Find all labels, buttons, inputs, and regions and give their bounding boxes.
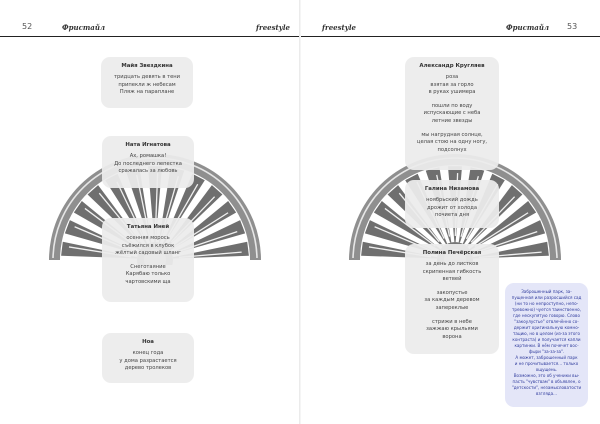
poem-line: ноябрьский дождь xyxy=(426,197,478,203)
poem-line: взятая за горло xyxy=(430,81,474,88)
right-page-header: freestyle Фристайл 53 xyxy=(300,0,600,38)
poem-line: До последнего лепестка xyxy=(114,160,182,167)
poet-name: Татьяна Иней xyxy=(126,224,170,230)
poem-line: подсолнух xyxy=(437,146,467,153)
header-rule xyxy=(300,36,600,37)
poem-line: дерево тролеков xyxy=(124,365,172,372)
note-line: Заброшенный парк, за- xyxy=(521,289,572,294)
poem-line: жёлтый садовый шланг xyxy=(115,250,181,257)
poem-line: в руках ушимерa xyxy=(428,89,476,96)
poem-line: целая стою на одну ногу, xyxy=(416,139,488,146)
page-number: 52 xyxy=(22,22,33,31)
poem-line: роза xyxy=(445,74,459,80)
header-rule xyxy=(0,36,300,37)
header-title-latin: freestyle xyxy=(322,23,356,32)
poem-line: сражалась за любовь xyxy=(118,168,178,175)
poem-line: съёжился в клубок xyxy=(121,242,175,249)
poem-card-ignatova: Ната Игнатова Ах, ромашка! До последнего… xyxy=(102,136,194,188)
poem-line: за день до листков xyxy=(425,261,479,267)
poem-line: запереклые xyxy=(435,304,469,311)
poem-line: дрожит от холода xyxy=(426,204,478,211)
note-line: Возможно, это об ученики вы- xyxy=(513,373,580,378)
poem-line: за каждым деревом xyxy=(424,297,480,304)
poet-name: Ноа xyxy=(142,339,154,345)
poem-line: ветвей xyxy=(442,276,462,283)
note-line: картинки. В нём почечет вос- xyxy=(514,343,579,348)
page-number: 53 xyxy=(567,22,578,31)
poem-line: Снеготаяние xyxy=(130,263,166,270)
poem-line: скрипенная гибкость xyxy=(422,268,482,275)
poem-line: Пляж на параплане xyxy=(119,89,175,96)
poem-line: конец года xyxy=(132,350,164,356)
note-line: пущенная или разросшийся сад xyxy=(511,295,582,300)
note-line: и не прочитывается... только xyxy=(514,361,579,366)
poem-line: Ах, ромашка! xyxy=(129,153,167,159)
poem-line: закопустье xyxy=(436,289,468,296)
poet-name: Александр Кругляев xyxy=(419,63,485,69)
poem-line: у дома разрастается xyxy=(119,357,177,364)
poem-line: зажжаю крыльями xyxy=(426,326,478,333)
note-line: пасть "чувствам" в объявлен, о xyxy=(512,379,581,384)
left-page-header: 52 Фристайл freestyle xyxy=(0,0,300,38)
note-line: "детскости", незамысловатости xyxy=(511,385,582,390)
header-title-latin: freestyle xyxy=(256,23,290,32)
note-line: тревожно) чуется таинственно, xyxy=(512,307,581,312)
poem-line: летние звезды xyxy=(431,117,473,124)
poem-line: почиета дня xyxy=(434,212,470,219)
note-line: (ни то но непроступно, непо- xyxy=(514,301,579,306)
commentary-note: Заброшенный парк, за- пущенная или разро… xyxy=(505,283,588,407)
poem-card-kruglyaev: Александр Кругляев роза взятая за горло … xyxy=(405,57,499,170)
poem-line: стрижи в небе xyxy=(432,318,472,325)
poem-line: тридцать девять в тени xyxy=(113,74,181,80)
poem-card-iney: Татьяна Иней осенняя морось съёжился в к… xyxy=(102,218,194,302)
poet-name: Полина Печёрская xyxy=(422,250,482,256)
poem-line: испускающие с неба xyxy=(423,110,481,117)
note-line: где нескупятую говорю. Слово xyxy=(513,313,580,318)
header-title-cyrillic: Фристайл xyxy=(506,23,550,32)
note-line: фыри "за-за-за". xyxy=(528,349,565,354)
header-title-cyrillic: Фристайл xyxy=(62,23,106,32)
book-gutter xyxy=(299,0,301,424)
left-page: 52 Фристайл freestyle Майя Звездкина три… xyxy=(0,0,300,383)
poem-line: припекли ж небесам xyxy=(118,81,176,88)
poem-card-nizamova: Галина Низамова ноябрьский дождь дрожит … xyxy=(405,180,499,228)
note-line: ощущень. xyxy=(535,367,558,372)
poem-line: мы нагрудная солнце, xyxy=(421,131,483,138)
poet-name: Майя Звездкина xyxy=(121,63,173,69)
note-line: "закоулустье" отвлечённо со- xyxy=(514,319,579,324)
poem-card-zvezdkina: Майя Звездкина тридцать девять в тени пр… xyxy=(101,57,193,108)
note-line: тацию, но в целом (из-за этого xyxy=(512,331,581,336)
poet-name: Ната Игнатова xyxy=(125,142,171,148)
poem-line: Карябаю только xyxy=(125,271,171,278)
poem-line: чартовскими ща xyxy=(125,278,171,285)
poem-card-pecherskaya: Полина Печёрская за день до листков скри… xyxy=(405,244,499,354)
note-line: взгляда... xyxy=(535,391,558,396)
poem-line: пошли по воду xyxy=(431,102,473,109)
note-line: держит оригинальную комно- xyxy=(513,325,580,330)
poem-card-noa: Ноа конец года у дома разрастается дерев… xyxy=(102,333,194,383)
poem-line: осенняя морось xyxy=(126,235,170,241)
poem-line: ворона xyxy=(442,333,462,340)
right-page: freestyle Фристайл 53 Александр Кругляев… xyxy=(300,0,600,424)
poet-name: Галина Низамова xyxy=(424,186,480,192)
note-line: А может, заброшенный парк xyxy=(515,355,578,360)
note-line: контраста) и получается капли xyxy=(512,337,581,342)
